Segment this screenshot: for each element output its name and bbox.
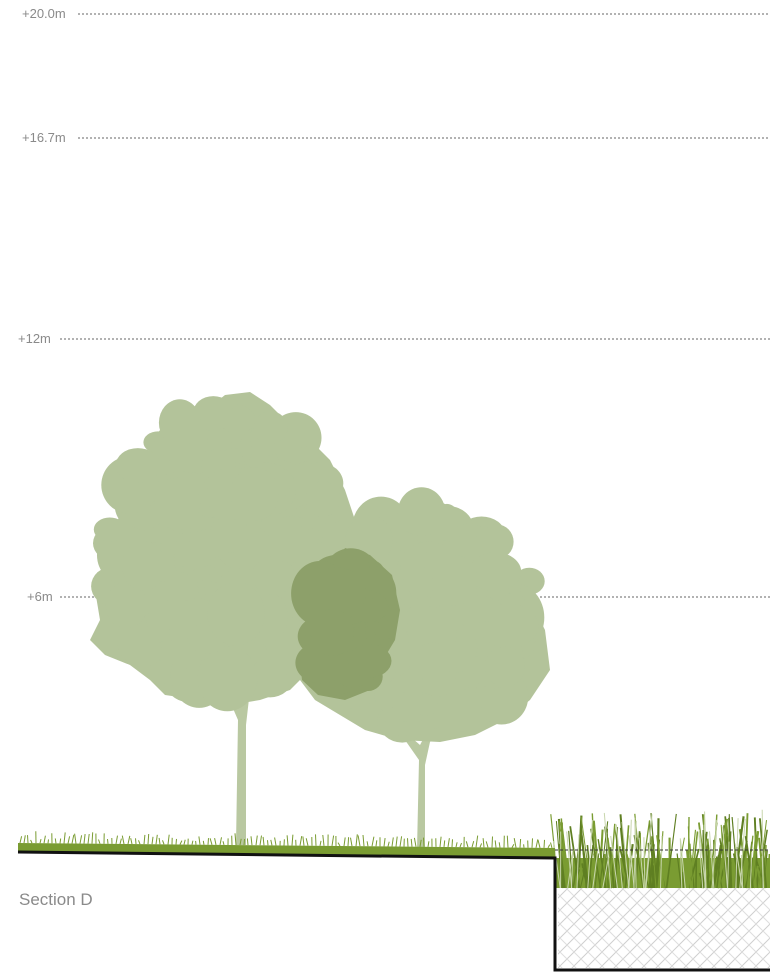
trees — [90, 392, 550, 850]
tree-overlap-texture — [291, 548, 396, 695]
meadow-planting — [551, 810, 770, 888]
level-label-6m: +6m — [27, 590, 53, 604]
level-label-12m: +12m — [18, 332, 51, 346]
level-label-20m: +20.0m — [22, 7, 66, 21]
level-label-16-7m: +16.7m — [22, 131, 66, 145]
hatched-fill — [558, 888, 770, 968]
section-title: Section D — [19, 890, 93, 910]
